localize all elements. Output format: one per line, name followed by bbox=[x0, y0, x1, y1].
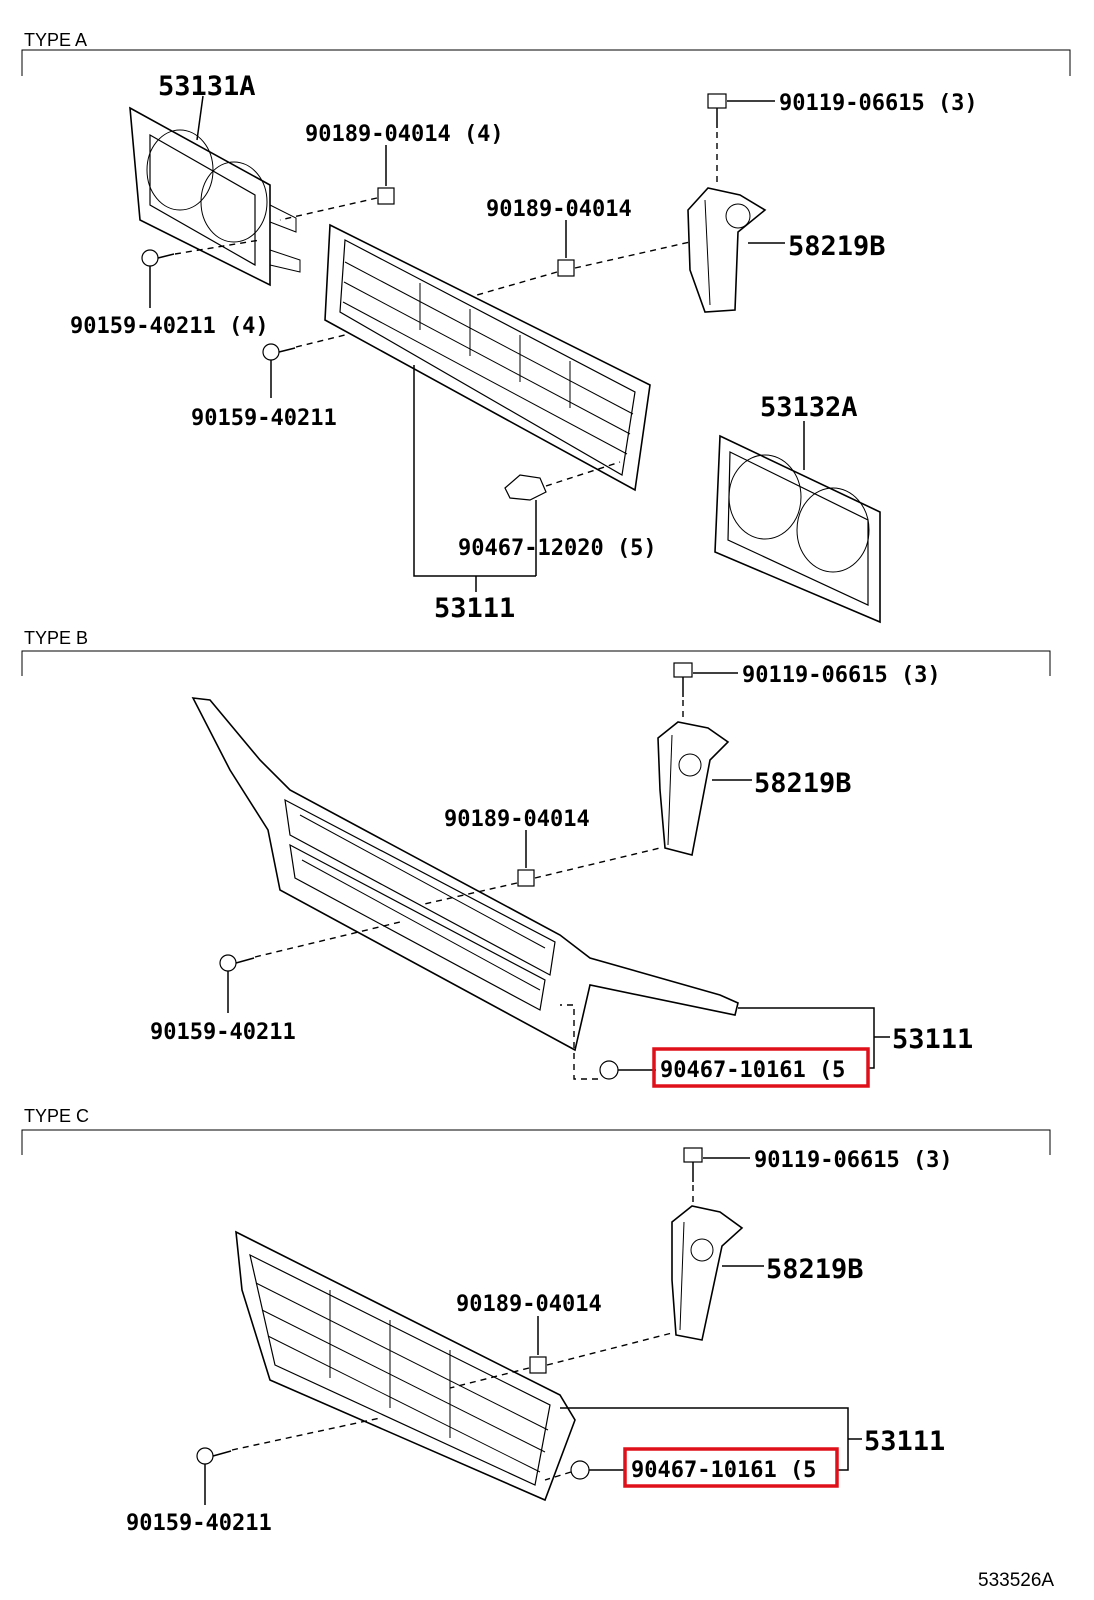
label-screw-c: 90159-40211 bbox=[126, 1511, 272, 1536]
label-53131a: 53131A bbox=[158, 71, 256, 102]
label-bracket-a: 58219B bbox=[788, 231, 886, 262]
label-53132a: 53132A bbox=[760, 392, 858, 423]
clip-a bbox=[504, 474, 547, 501]
label-clip-b: 90467-10161 (5 bbox=[660, 1058, 845, 1083]
label-bracket-c: 58219B bbox=[766, 1254, 864, 1285]
screw-b bbox=[219, 954, 255, 972]
label-nut-b: 90189-04014 bbox=[444, 807, 590, 832]
screw-left bbox=[141, 249, 175, 267]
label-clip-c: 90467-10161 (5 bbox=[631, 1458, 816, 1483]
grille-b bbox=[191, 697, 739, 1052]
screw-c bbox=[196, 1447, 232, 1465]
highlight-box-b bbox=[652, 1047, 870, 1088]
screw-mid bbox=[262, 343, 296, 361]
section-bracket bbox=[21, 650, 1051, 676]
headlamp-bezel-left bbox=[129, 106, 301, 287]
clip-c bbox=[570, 1460, 626, 1480]
bolt-top-b bbox=[673, 662, 693, 697]
nut-b bbox=[517, 869, 535, 887]
section-type-b: TYPE B 90119-06615 (3) 58219B bbox=[21, 628, 1051, 1088]
label-bolt-top-c: 90119-06615 (3) bbox=[754, 1148, 953, 1173]
section-title: TYPE B bbox=[24, 628, 88, 648]
section-bracket bbox=[21, 49, 1071, 76]
label-nut-mid: 90189-04014 bbox=[486, 197, 632, 222]
grille-c bbox=[235, 1230, 576, 1502]
bracket-c bbox=[671, 1205, 744, 1341]
label-nut-c: 90189-04014 bbox=[456, 1292, 602, 1317]
label-screw-left: 90159-40211 (4) bbox=[70, 314, 269, 339]
label-screw-mid: 90159-40211 bbox=[191, 406, 337, 431]
bracket-a bbox=[687, 187, 767, 313]
section-type-c: TYPE C 90119-06615 (3) 58219B bbox=[21, 1106, 1051, 1536]
label-grille-b: 53111 bbox=[892, 1024, 973, 1055]
label-bolt-top-b: 90119-06615 (3) bbox=[742, 663, 941, 688]
grille-a bbox=[324, 223, 651, 492]
bolt-top-a bbox=[707, 93, 727, 128]
clip-b bbox=[599, 1060, 656, 1080]
bracket-b bbox=[657, 721, 730, 856]
highlight-box-c bbox=[623, 1447, 839, 1488]
label-bracket-b: 58219B bbox=[754, 768, 852, 799]
headlamp-bezel-right bbox=[714, 434, 881, 624]
label-grille-a: 53111 bbox=[434, 593, 515, 624]
label-screw-b: 90159-40211 bbox=[150, 1020, 296, 1045]
section-title: TYPE A bbox=[24, 30, 87, 50]
section-title: TYPE C bbox=[24, 1106, 89, 1126]
section-bracket bbox=[21, 1129, 1051, 1155]
nut-left bbox=[377, 187, 395, 205]
label-nut-left: 90189-04014 (4) bbox=[305, 122, 504, 147]
nut-c bbox=[529, 1356, 547, 1374]
label-grille-c: 53111 bbox=[864, 1426, 945, 1457]
diagram-code: 533526A bbox=[978, 1570, 1054, 1591]
section-type-a: TYPE A 53131A 90189-04014 (4) 90119-0661… bbox=[21, 30, 1071, 624]
bolt-top-c bbox=[683, 1147, 703, 1182]
label-clip-a: 90467-12020 (5) bbox=[458, 536, 657, 561]
nut-mid bbox=[557, 259, 575, 277]
label-bolt-top-a: 90119-06615 (3) bbox=[779, 91, 978, 116]
